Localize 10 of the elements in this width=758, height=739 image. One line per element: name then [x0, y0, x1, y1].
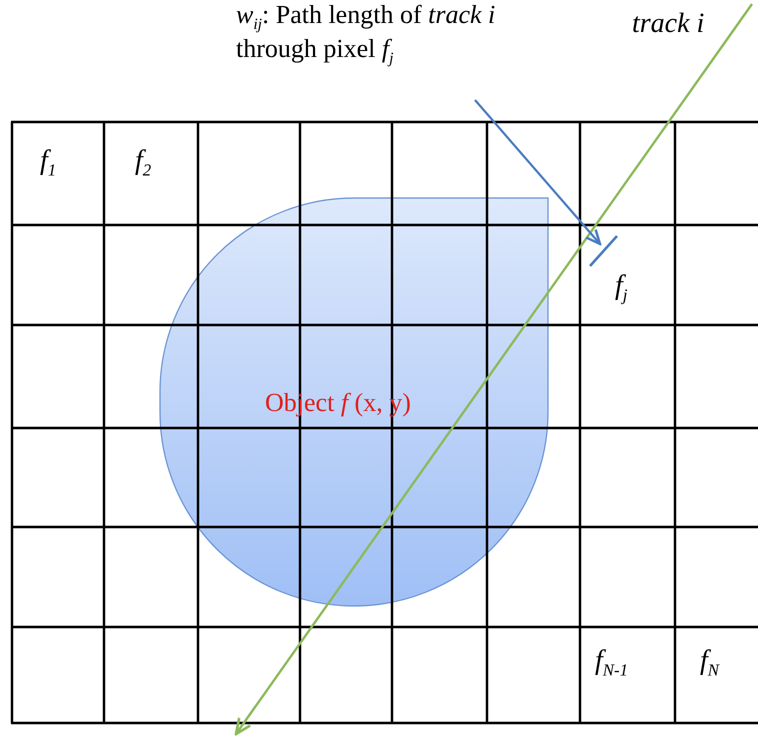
annotation-text: w$_{ij}$: Path length of track i through pixel f$_{j}$ — [236, 0, 571, 68]
pixel-label: f$_{j}$ — [615, 270, 628, 305]
pixel-label: f$_{N}$ — [700, 645, 719, 680]
leader-arrow — [474, 99, 602, 246]
pixel-label: f$_{N-1}$ — [595, 645, 628, 680]
path-length-marker — [589, 235, 618, 267]
pixel-label: f$_{1}$ — [40, 145, 56, 180]
pixel-label: f$_{2}$ — [135, 145, 152, 180]
track-label: track i — [632, 8, 704, 40]
object-shape — [159, 197, 549, 607]
